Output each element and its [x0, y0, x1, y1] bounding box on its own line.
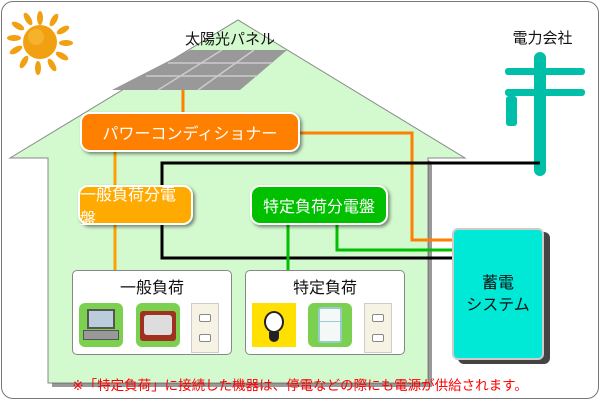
outlet-icon [364, 303, 392, 353]
specific-distribution-board: 特定負荷分電盤 [250, 185, 388, 225]
power-company-label: 電力会社 [512, 29, 573, 47]
battery-label-line1: 蓄電 [481, 273, 514, 293]
specific-load-label: 特定負荷 [292, 278, 357, 297]
battery-system: 蓄電システム [452, 228, 544, 360]
conditioner-to-battery-line [300, 131, 452, 242]
refrigerator-icon [308, 303, 352, 347]
battery-label-line2: システム [466, 295, 530, 314]
general-load-label: 一般負荷 [119, 278, 184, 297]
general-load-box: 一般負荷 [72, 270, 232, 355]
sun-icon [7, 11, 73, 75]
general-distribution-board: 一般負荷分電盤 [78, 185, 193, 228]
solar-panel-label: 太陽光パネル [184, 30, 275, 48]
tv-icon [136, 303, 180, 347]
solar-panel-icon [112, 49, 287, 91]
specific-load-box: 特定負荷 [245, 270, 405, 355]
outlet-icon [191, 303, 219, 353]
laptop-icon [79, 303, 123, 347]
power-conditioner: パワーコンディショナー [80, 112, 300, 152]
utility-pole-icon [505, 52, 585, 176]
footnote: ※「特定負荷」に接続した機器は、停電などの際にも電源が供給されます。 [72, 378, 528, 394]
light-bulb-icon [252, 303, 296, 347]
specific-board-to-battery-line [335, 225, 452, 252]
